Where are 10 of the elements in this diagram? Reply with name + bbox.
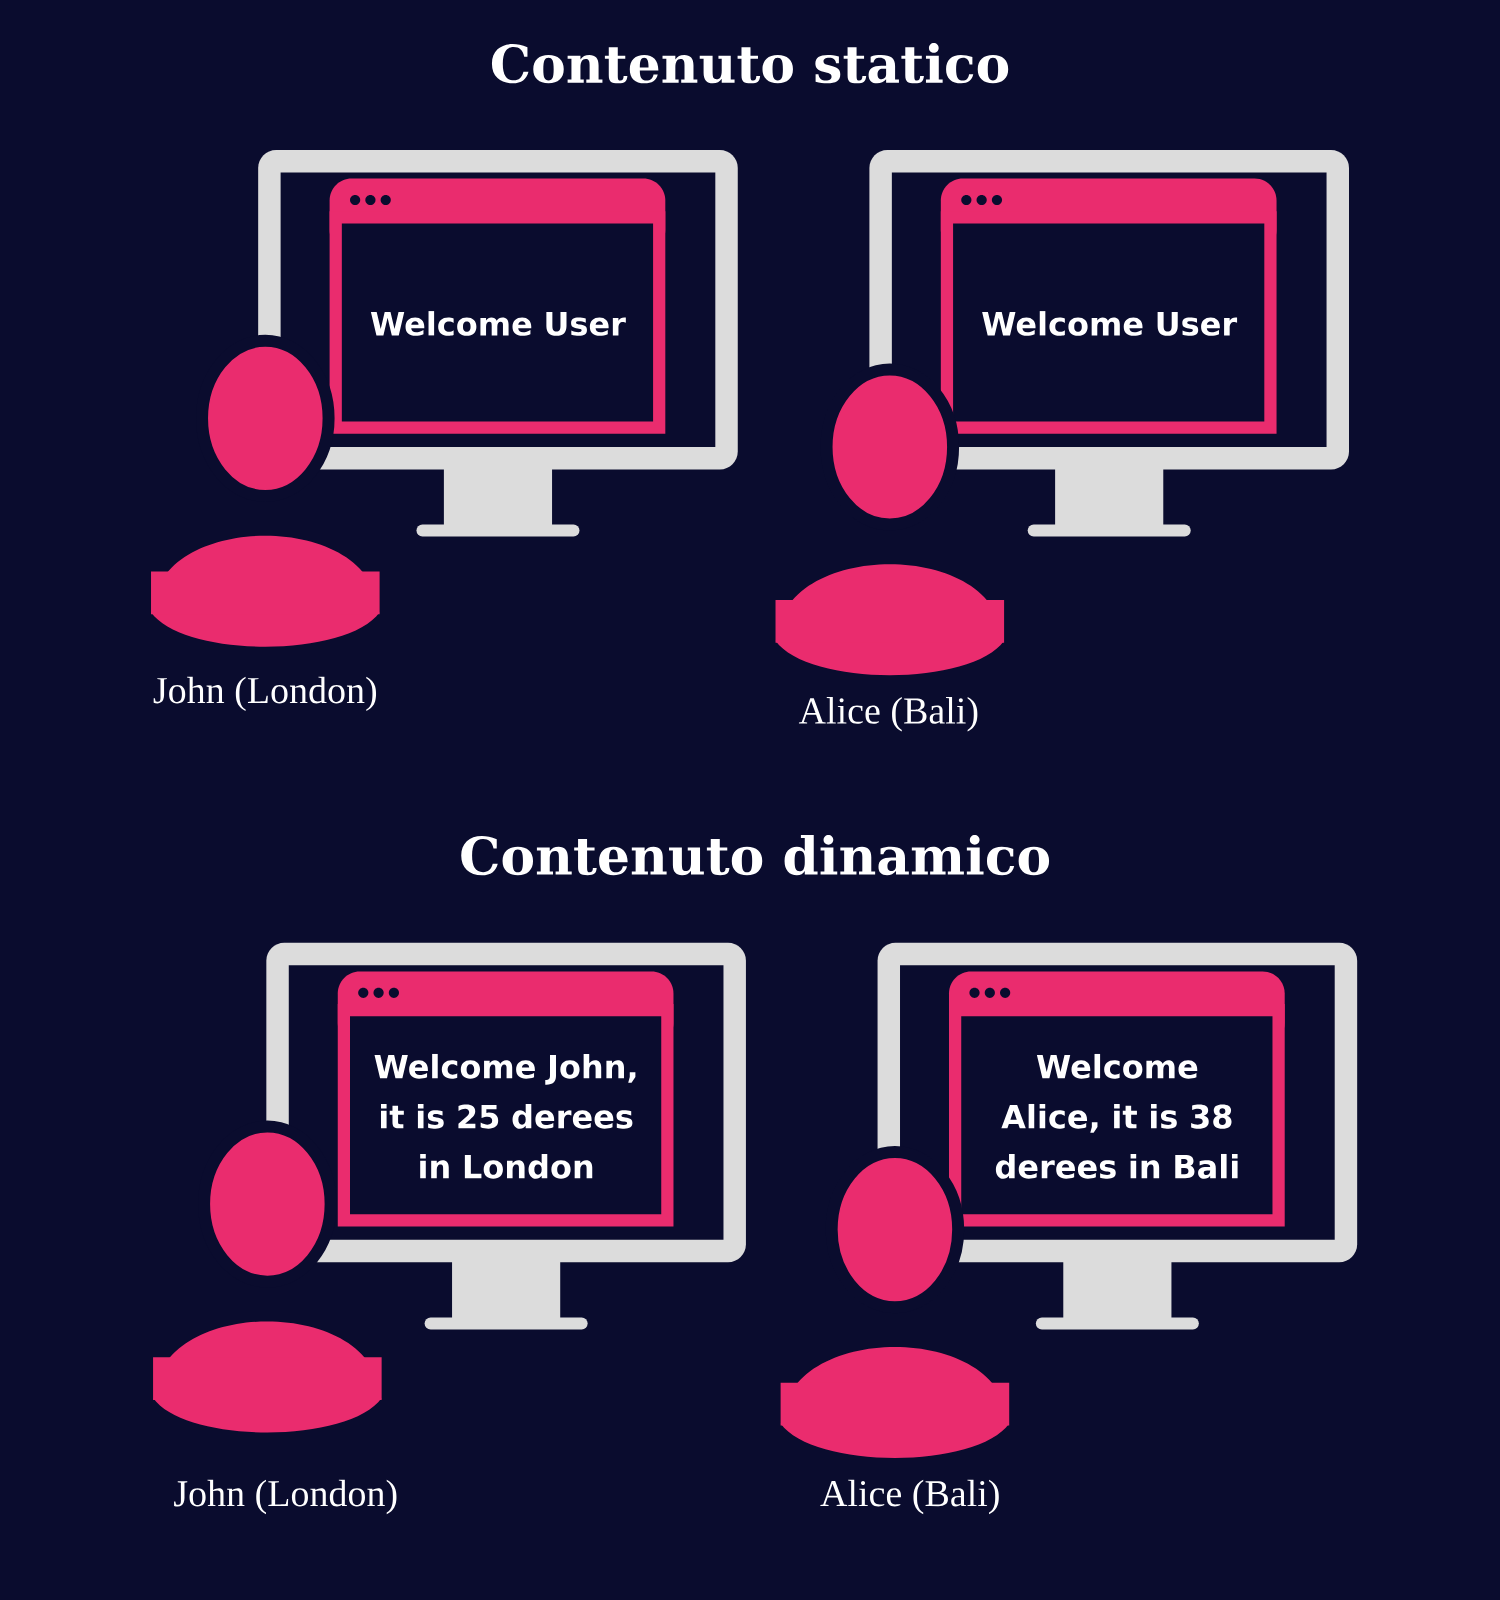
browser-window: Welcome User [940,178,1277,434]
heading: Contenuto dinamico [461,834,1050,876]
browser-window: Welcome User [329,178,666,434]
person-name: John (London) [174,1479,397,1515]
heading: Contenuto statico [491,43,1009,84]
browser-window: Welcome John, it is 25 derees in London [337,971,674,1227]
person-name: Alice (Bali) [798,697,978,732]
person-name: Alice (Bali) [820,1479,999,1515]
browser-window: Welcome Alice, it is 38 derees in Bali [949,971,1285,1227]
person-name: John (London) [153,676,377,712]
